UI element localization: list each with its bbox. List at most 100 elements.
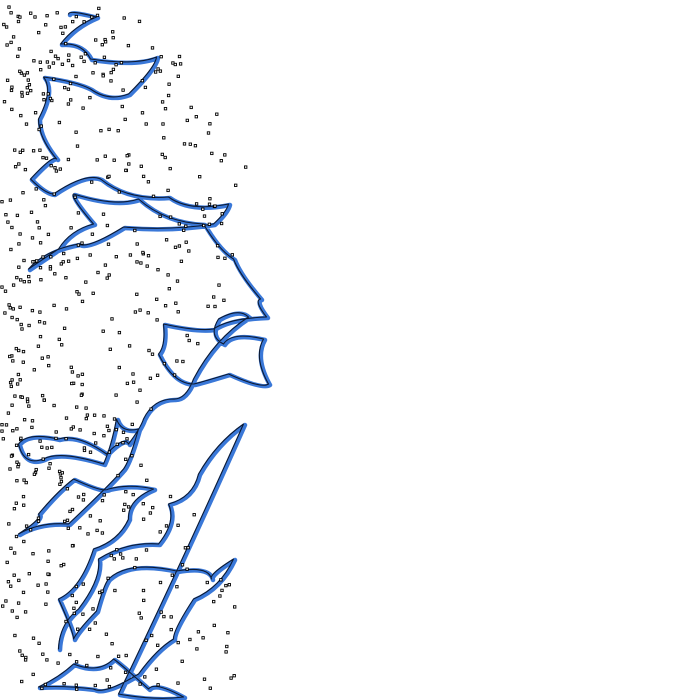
scatter-dot <box>25 86 29 90</box>
scatter-dot <box>41 652 45 656</box>
scatter-dot <box>116 654 121 658</box>
scatter-dot <box>82 446 87 450</box>
scatter-dot <box>206 304 210 308</box>
scatter-dot <box>218 594 222 598</box>
scatter-dot <box>156 683 160 687</box>
scatter-dot <box>103 154 107 158</box>
scatter-dot <box>8 467 12 471</box>
scatter-dot <box>27 279 31 284</box>
scatter-dot <box>32 368 36 372</box>
scatter-dot <box>128 253 133 257</box>
scatter-dot <box>126 505 131 509</box>
scatter-dot <box>66 87 71 91</box>
scatter-dot <box>8 380 13 385</box>
scatter-dot <box>68 81 73 86</box>
scatter-dot <box>215 112 219 116</box>
scatter-dot <box>177 222 181 226</box>
scatter-dot <box>116 129 120 133</box>
scatter-dot <box>111 30 115 34</box>
scatter-dot <box>20 395 24 399</box>
scatter-dot <box>20 90 24 95</box>
scatter-dot <box>20 679 24 684</box>
scatter-dot <box>13 394 17 398</box>
scatter-dot <box>164 238 169 242</box>
scatter-dot <box>131 492 135 497</box>
scatter-dot <box>144 638 148 642</box>
scatter-dot <box>18 378 22 382</box>
scatter-dot <box>168 166 172 171</box>
scatter-dot <box>49 255 53 259</box>
scatter-dot <box>7 5 11 9</box>
scatter-dot <box>107 273 111 277</box>
scatter-dot <box>64 619 68 624</box>
scatter-dot <box>90 180 94 184</box>
scatter-dot <box>100 531 105 535</box>
scatter-dot <box>167 82 171 86</box>
scatter-dot <box>80 241 84 245</box>
scatter-dot <box>176 310 180 314</box>
scatter-dot <box>36 516 41 520</box>
scatter-dot <box>108 347 112 351</box>
scatter-dot <box>181 359 185 364</box>
scatter-dot <box>230 253 234 257</box>
scatter-dot <box>130 422 134 427</box>
scatter-dot <box>70 593 74 598</box>
scatter-dot <box>112 417 117 421</box>
scatter-dot <box>11 429 15 433</box>
scatter-dot <box>146 180 151 184</box>
scatter-dot <box>9 546 13 550</box>
scatter-dot <box>88 450 93 454</box>
scatter-dot <box>111 67 116 72</box>
scatter-dot <box>31 260 35 264</box>
scatter-dot <box>74 130 78 134</box>
scatter-dot <box>133 228 137 233</box>
scatter-dot <box>27 404 31 408</box>
scatter-dot <box>133 565 137 570</box>
scatter-dot <box>63 25 68 29</box>
scatter-dot <box>174 301 178 305</box>
scatter-dot <box>101 74 105 78</box>
scatter-dot <box>175 585 179 589</box>
scatter-dot <box>151 194 156 198</box>
scatter-dot <box>9 40 13 45</box>
scatter-dot <box>45 658 49 662</box>
scatter-dot <box>97 6 101 11</box>
scatter-dot <box>220 212 224 216</box>
scatter-dot <box>227 583 231 587</box>
scatter-dot <box>10 403 14 407</box>
scatter-dot <box>16 465 20 469</box>
scatter-dot <box>19 113 23 118</box>
scatter-dot <box>162 361 167 366</box>
scatter-dot <box>124 653 128 658</box>
scatter-dot <box>74 584 79 589</box>
scatter-dot <box>42 321 47 325</box>
scatter-dot <box>102 55 107 59</box>
scatter-dot <box>48 462 52 466</box>
scatter-dot <box>25 399 30 404</box>
scatter-dot <box>31 672 35 677</box>
scatter-dot <box>158 69 163 73</box>
scatter-dot <box>186 546 190 550</box>
scatter-dot <box>25 91 30 95</box>
scatter-dot <box>141 502 145 506</box>
scatter-dot <box>21 148 25 152</box>
scatter-dot <box>117 330 122 335</box>
scatter-dot <box>22 478 26 482</box>
scatter-dot <box>38 148 42 152</box>
scatter-dot <box>29 210 34 214</box>
scatter-dot <box>21 191 25 195</box>
scatter-dot <box>219 578 223 582</box>
scatter-dot <box>185 118 189 123</box>
scatter-dot <box>39 124 43 128</box>
scatter-dot <box>139 261 143 265</box>
scatter-dot <box>196 341 200 346</box>
scatter-dot <box>159 55 163 59</box>
scatter-dot <box>19 322 23 327</box>
scatter-dot <box>225 644 229 649</box>
scatter-dot <box>69 98 73 102</box>
scatter-dot <box>75 144 80 148</box>
scatter-dot <box>26 78 30 82</box>
scatter-dot <box>143 675 147 679</box>
scatter-dot <box>10 85 14 89</box>
scatter-dot <box>61 31 65 35</box>
